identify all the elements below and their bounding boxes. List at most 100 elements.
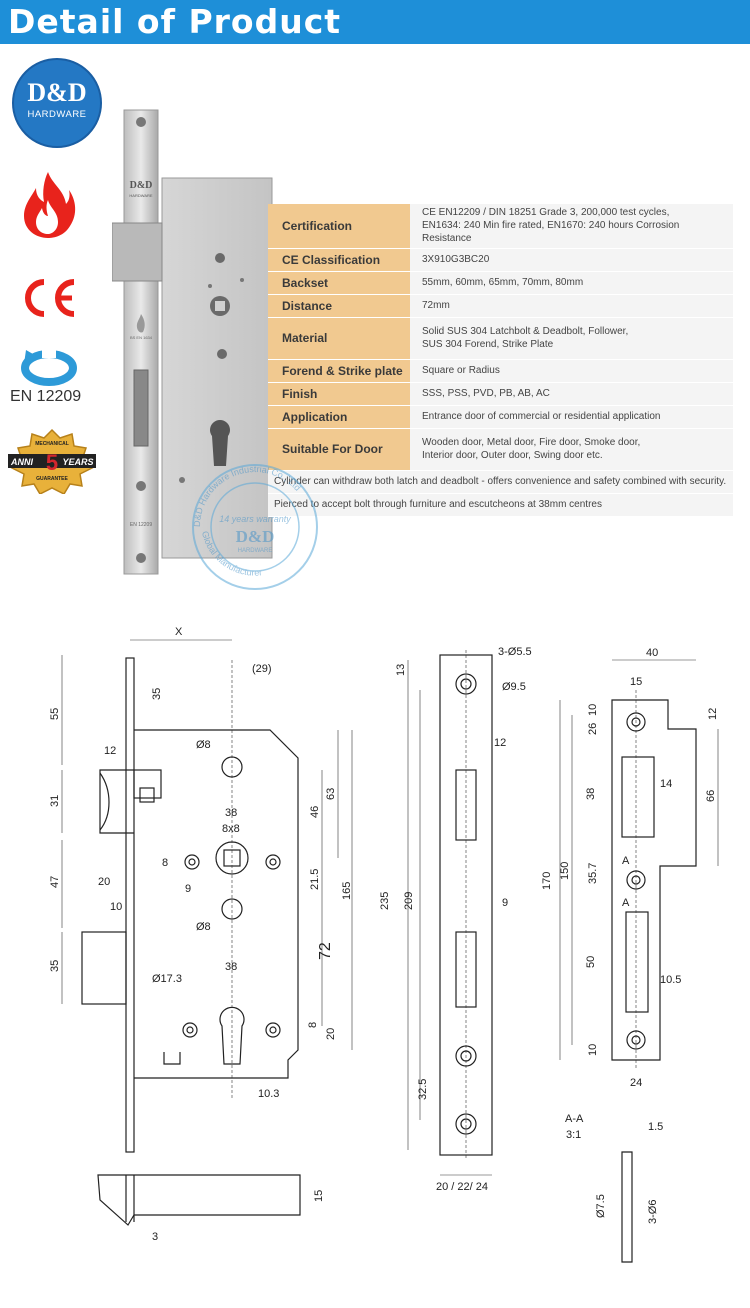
spec-row: Finish SSS, PSS, PVD, PB, AB, AC bbox=[268, 382, 733, 406]
dim-3-phi6: 3-Ø6 bbox=[647, 1200, 659, 1224]
spec-row: CE Classification 3X910G3BC20 bbox=[268, 248, 733, 272]
spec-label: Application bbox=[268, 405, 410, 429]
dim-235: 235 bbox=[379, 892, 391, 910]
dim-38b: 38 bbox=[225, 961, 237, 973]
dim-12: 12 bbox=[104, 745, 116, 757]
mortise-lock-photo: D&D HARDWARE BS EN 1634 EN 12209 bbox=[112, 109, 273, 575]
dim-strike-38: 38 bbox=[585, 788, 597, 800]
spec-value: Entrance door of commercial or residenti… bbox=[410, 405, 733, 429]
spec-value-line: SUS 304 Forend, Strike Plate bbox=[422, 339, 554, 350]
section-scale: 3:1 bbox=[566, 1129, 581, 1141]
section-mark-a: A bbox=[622, 855, 630, 867]
en-standard-label: EN 12209 bbox=[10, 388, 82, 405]
note-text: Cylinder can withdraw both latch and dea… bbox=[268, 470, 733, 494]
dim-strike-12: 12 bbox=[707, 708, 719, 720]
spec-value-line: CE EN12209 / DIN 18251 Grade 3, 200,000 … bbox=[422, 207, 670, 219]
dim-21-5: 21.5 bbox=[309, 869, 321, 890]
dim-50: 50 bbox=[585, 956, 597, 968]
spec-value: 72mm bbox=[410, 294, 733, 318]
logo-subtext: HARDWARE bbox=[27, 109, 87, 120]
spec-label: Material bbox=[268, 317, 410, 360]
faceplate-brand: D&D bbox=[130, 180, 153, 191]
dim-phi9-5: Ø9.5 bbox=[502, 681, 526, 693]
brand-logo: D&D HARDWARE bbox=[12, 58, 102, 148]
badge-top-text: MECHANICAL bbox=[35, 441, 69, 447]
spec-label: Forend & Strike plate bbox=[268, 359, 410, 383]
dim-15: 15 bbox=[313, 1190, 325, 1202]
dim-13: 13 bbox=[395, 664, 407, 676]
cycle-test-icon bbox=[21, 350, 77, 386]
dim-32-5: 32.5 bbox=[417, 1079, 429, 1100]
ce-mark-icon bbox=[25, 279, 75, 317]
dim-forend-width: 20 / 22/ 24 bbox=[436, 1181, 488, 1193]
dim-20: 20 bbox=[98, 876, 110, 888]
dim-66: 66 bbox=[705, 790, 717, 802]
section-title: A-A bbox=[565, 1113, 584, 1125]
spec-row: Backset 55mm, 60mm, 65mm, 70mm, 80mm bbox=[268, 271, 733, 295]
spec-value-line: EN1634: 240 Min fire rated, EN1670: 240 … bbox=[422, 220, 680, 245]
spec-row: Distance 72mm bbox=[268, 294, 733, 318]
page-title: Detail of Product bbox=[8, 2, 342, 41]
spec-row: Suitable For Door Wooden door, Metal doo… bbox=[268, 428, 733, 471]
warranty-watermark: D&D Hardware Industrial Co., Ltd Global … bbox=[192, 464, 318, 590]
dim-72: 72 bbox=[317, 942, 334, 960]
spec-label: Finish bbox=[268, 382, 410, 406]
dim-phi8b: Ø8 bbox=[196, 921, 211, 933]
spec-table: Certification CE EN12209 / DIN 18251 Gra… bbox=[268, 204, 733, 517]
watermark-middle: 14 years warranty bbox=[219, 514, 291, 524]
badge-anni-text: ANNI bbox=[10, 457, 33, 467]
dim-forend-12: 12 bbox=[494, 737, 506, 749]
spec-label: CE Classification bbox=[268, 248, 410, 272]
spec-label: Certification bbox=[268, 204, 410, 249]
dim-strike-15: 15 bbox=[630, 676, 642, 688]
spec-label: Distance bbox=[268, 294, 410, 318]
technical-drawing: X (29) 35 55 12 31 47 20 10 35 Ø8 38 8x8… bbox=[49, 626, 719, 1263]
dim-phi7-5: Ø7.5 bbox=[595, 1194, 607, 1218]
spec-label: Suitable For Door bbox=[268, 428, 410, 471]
dim-31: 31 bbox=[49, 795, 61, 807]
dim-40: 40 bbox=[646, 647, 658, 659]
page-header: Detail of Product bbox=[0, 0, 750, 44]
badge-number: 5 bbox=[46, 450, 58, 475]
dim-8x8: 8x8 bbox=[222, 823, 240, 835]
dim-3: 3 bbox=[152, 1231, 158, 1243]
watermark-brand-sub: HARDWARE bbox=[238, 548, 273, 554]
dim-8b: 8 bbox=[307, 1022, 319, 1028]
dim-strike-10: 10 bbox=[587, 704, 599, 716]
spec-value: 55mm, 60mm, 65mm, 70mm, 80mm bbox=[410, 271, 733, 295]
dim-170: 170 bbox=[541, 872, 553, 890]
spec-value: CE EN12209 / DIN 18251 Grade 3, 200,000 … bbox=[410, 204, 733, 249]
section-mark-a2: A bbox=[622, 897, 630, 909]
dim-150: 150 bbox=[559, 862, 571, 880]
dim-14: 14 bbox=[660, 778, 672, 790]
dim-x: X bbox=[175, 626, 183, 638]
dim-26: 26 bbox=[587, 723, 599, 735]
note-row: Cylinder can withdraw both latch and dea… bbox=[268, 470, 733, 494]
spec-value: Wooden door, Metal door, Fire door, Smok… bbox=[410, 428, 733, 471]
spec-value: Solid SUS 304 Latchbolt & Deadbolt, Foll… bbox=[410, 317, 733, 360]
dim-29: (29) bbox=[252, 663, 272, 675]
dim-35b: 35 bbox=[49, 960, 61, 972]
dim-8: 8 bbox=[162, 857, 168, 869]
dim-55: 55 bbox=[49, 708, 61, 720]
fire-rated-icon bbox=[24, 172, 76, 238]
dim-46: 46 bbox=[309, 806, 321, 818]
spec-value-line: Solid SUS 304 Latchbolt & Deadbolt, Foll… bbox=[422, 326, 629, 337]
dim-209: 209 bbox=[403, 892, 415, 910]
note-text: Pierced to accept bolt through furniture… bbox=[268, 493, 733, 517]
dim-phi17-3: Ø17.3 bbox=[152, 973, 182, 985]
dim-38: 38 bbox=[225, 807, 237, 819]
spec-row: Application Entrance door of commercial … bbox=[268, 405, 733, 429]
faceplate-standard: BS EN 1634 bbox=[130, 335, 153, 340]
dim-forend-9: 9 bbox=[502, 897, 508, 909]
badge-years-text: YEARS bbox=[62, 457, 93, 467]
badge-bottom-text: GUARANTEE bbox=[36, 476, 68, 482]
spec-value: SSS, PSS, PVD, PB, AB, AC bbox=[410, 382, 733, 406]
dim-35-7: 35.7 bbox=[587, 863, 599, 884]
faceplate-en: EN 12209 bbox=[130, 522, 152, 528]
note-row: Pierced to accept bolt through furniture… bbox=[268, 493, 733, 517]
spec-row: Forend & Strike plate Square or Radius bbox=[268, 359, 733, 383]
dim-holes: 3-Ø5.5 bbox=[498, 646, 532, 658]
dim-strike-10b: 10 bbox=[587, 1044, 599, 1056]
spec-value-line: Wooden door, Metal door, Fire door, Smok… bbox=[422, 437, 641, 448]
